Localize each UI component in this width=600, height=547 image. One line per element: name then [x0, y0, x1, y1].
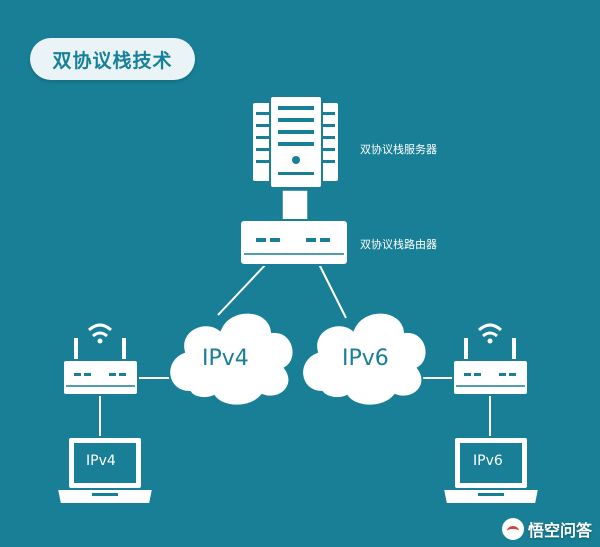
watermark-text: 悟空问答 — [527, 521, 592, 540]
page-title: 双协议栈技术 — [30, 38, 195, 80]
router-label: 双协议栈路由器 — [360, 238, 437, 251]
right-laptop-icon — [441, 436, 541, 505]
ipv6-cloud-icon — [301, 311, 428, 407]
wukong-logo-icon — [501, 518, 524, 540]
server-icon — [251, 95, 340, 221]
left-router-icon — [62, 323, 139, 396]
watermark: 悟空问答 — [501, 517, 592, 541]
right-laptop-screen-label: IPv6 — [473, 453, 503, 469]
ipv4-cloud-label: IPv4 — [202, 346, 249, 371]
ipv4-cloud-icon — [168, 311, 295, 407]
ipv6-cloud-label: IPv6 — [342, 346, 389, 371]
right-router-icon — [452, 323, 529, 396]
connection-lines — [99, 261, 491, 438]
left-laptop-icon — [55, 436, 155, 505]
left-laptop-screen-label: IPv4 — [86, 453, 116, 469]
router-to-ipv4-link — [217, 261, 269, 316]
dual-stack-router-icon — [239, 219, 349, 266]
server-label: 双协议栈服务器 — [360, 143, 437, 156]
router-to-ipv6-link — [317, 261, 347, 319]
